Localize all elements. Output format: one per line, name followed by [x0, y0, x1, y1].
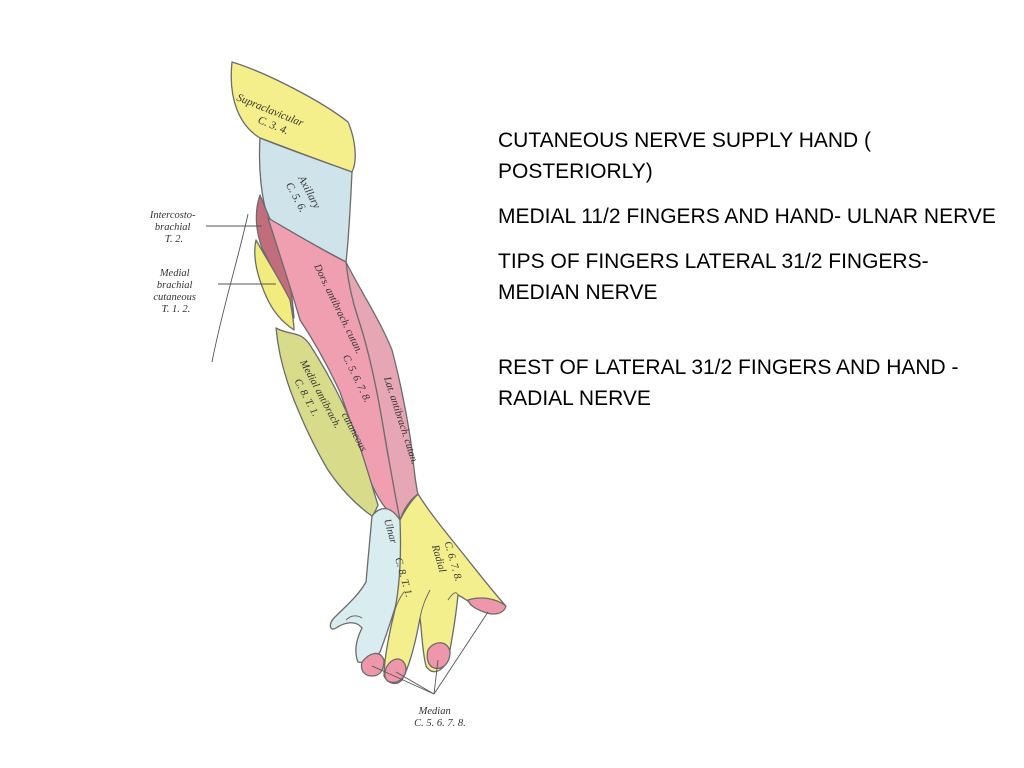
text-cutaneous-supply: CUTANEOUS NERVE SUPPLY HAND ( POSTERIORL… — [498, 129, 872, 183]
region-medial-brachial — [254, 239, 295, 331]
label-median: Median C. 5. 6. 7. 8. — [414, 706, 466, 729]
arm-nerve-diagram: Supraclavicular C. 3. 4. Axillary C. 5. … — [149, 61, 507, 729]
slide-text: CUTANEOUS NERVE SUPPLY HAND ( POSTERIORL… — [498, 125, 1013, 428]
label-medial-brachial: Medial brachial cutaneous T. 1. 2. — [153, 268, 198, 315]
region-median-tip-1 — [360, 652, 385, 677]
label-intercostobrachial: Intercosto- brachial T. 2. — [149, 210, 198, 245]
finger-lines — [345, 589, 459, 623]
region-median-tip-4 — [467, 597, 507, 615]
text-median: TIPS OF FINGERS LATERAL 31/2 FINGERS- ME… — [498, 250, 929, 304]
region-lateral-antebrachial — [345, 261, 419, 521]
text-radial: REST OF LATERAL 31/2 FINGERS AND HAND - … — [498, 356, 959, 410]
region-medial-antebrachial — [275, 327, 379, 517]
leader-lines — [206, 213, 489, 695]
text-ulnar: MEDIAL 11/2 FINGERS AND HAND- ULNAR NERV… — [498, 205, 996, 228]
region-median-tip-3 — [426, 642, 451, 670]
